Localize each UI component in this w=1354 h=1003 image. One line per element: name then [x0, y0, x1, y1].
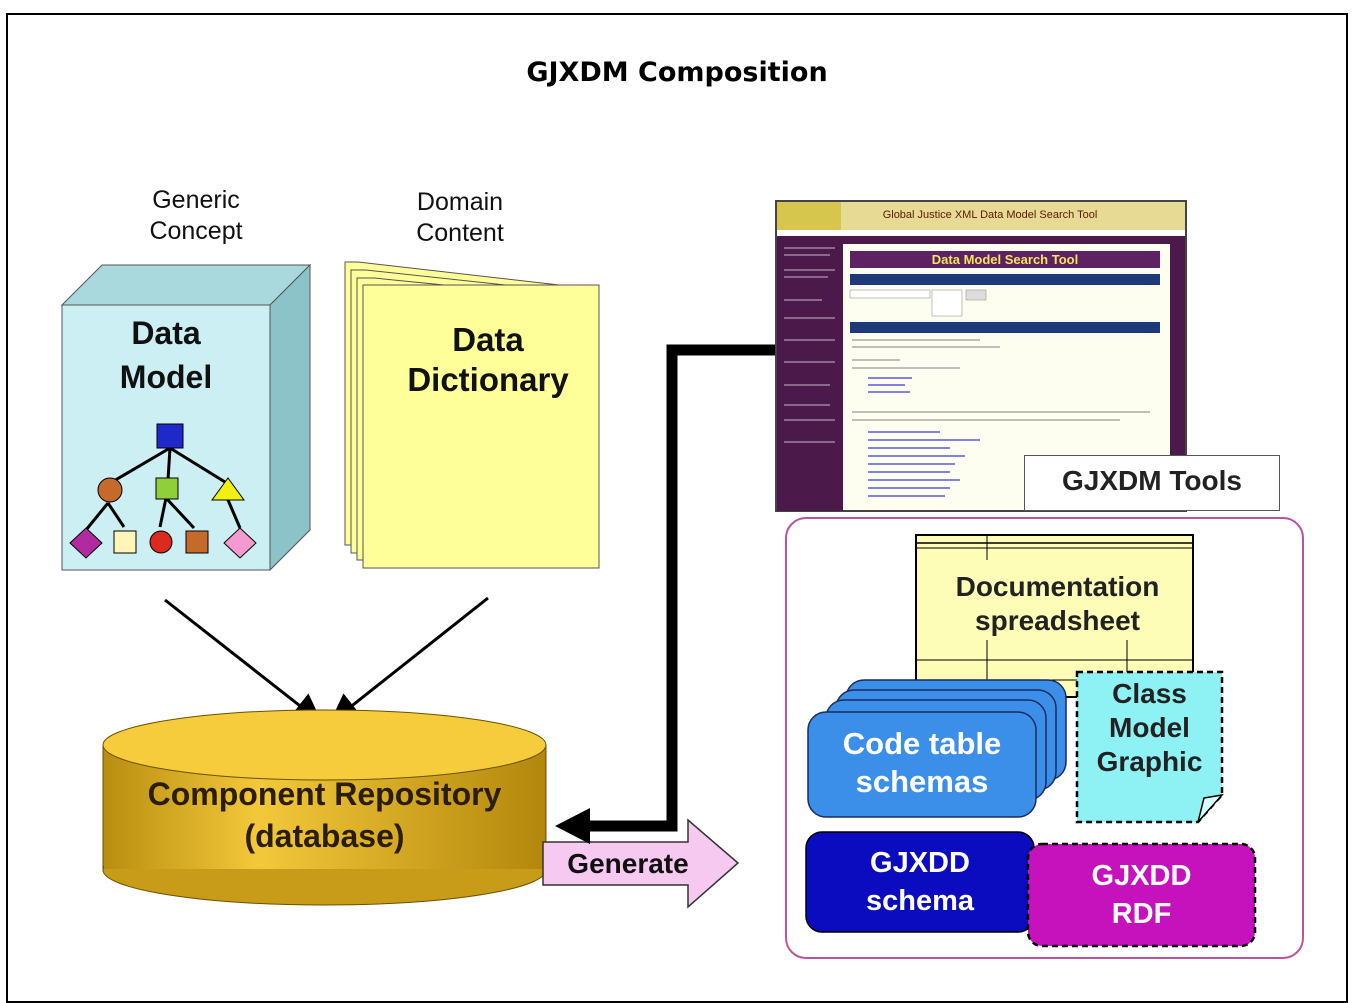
data-dictionary-pages [344, 261, 600, 569]
leaf-square2-icon [185, 530, 209, 554]
gjxdd-rdf-box [1026, 842, 1257, 948]
documentation-spreadsheet [915, 534, 1194, 698]
tools-label-box [1024, 455, 1280, 511]
repository-label: Component Repository(database) [147, 776, 502, 854]
leaf-square-icon [113, 530, 137, 554]
repository-cylinder [102, 709, 547, 906]
node-circle-icon [97, 477, 123, 503]
class-model-graphic [1075, 670, 1224, 824]
root-node-icon [156, 423, 184, 449]
tools-label: GJXDM Tools [1062, 465, 1242, 496]
code-table-stack [807, 679, 1067, 818]
node-square-icon [155, 477, 179, 500]
leaf-diamond-icon [69, 527, 103, 559]
connector-arrowhead-icon [555, 808, 590, 844]
generate-label: Generate [567, 848, 689, 879]
diagram-title: GJXDM Composition [526, 57, 828, 88]
leaf-circle-icon [149, 530, 173, 554]
data-model-tree-icon [84, 446, 242, 531]
model-to-repo-arrow [164, 598, 323, 724]
search-tool-banner: Data Model Search Tool [931, 252, 1079, 267]
tools-connector-line [585, 344, 783, 832]
dictionary-to-repo-arrow [329, 596, 489, 724]
node-triangle-icon [211, 477, 245, 501]
leaf-diamond2-icon [223, 527, 257, 559]
generate-arrow [542, 818, 740, 909]
search-tool-header: Global Justice XML Data Model Search Too… [882, 209, 1098, 221]
